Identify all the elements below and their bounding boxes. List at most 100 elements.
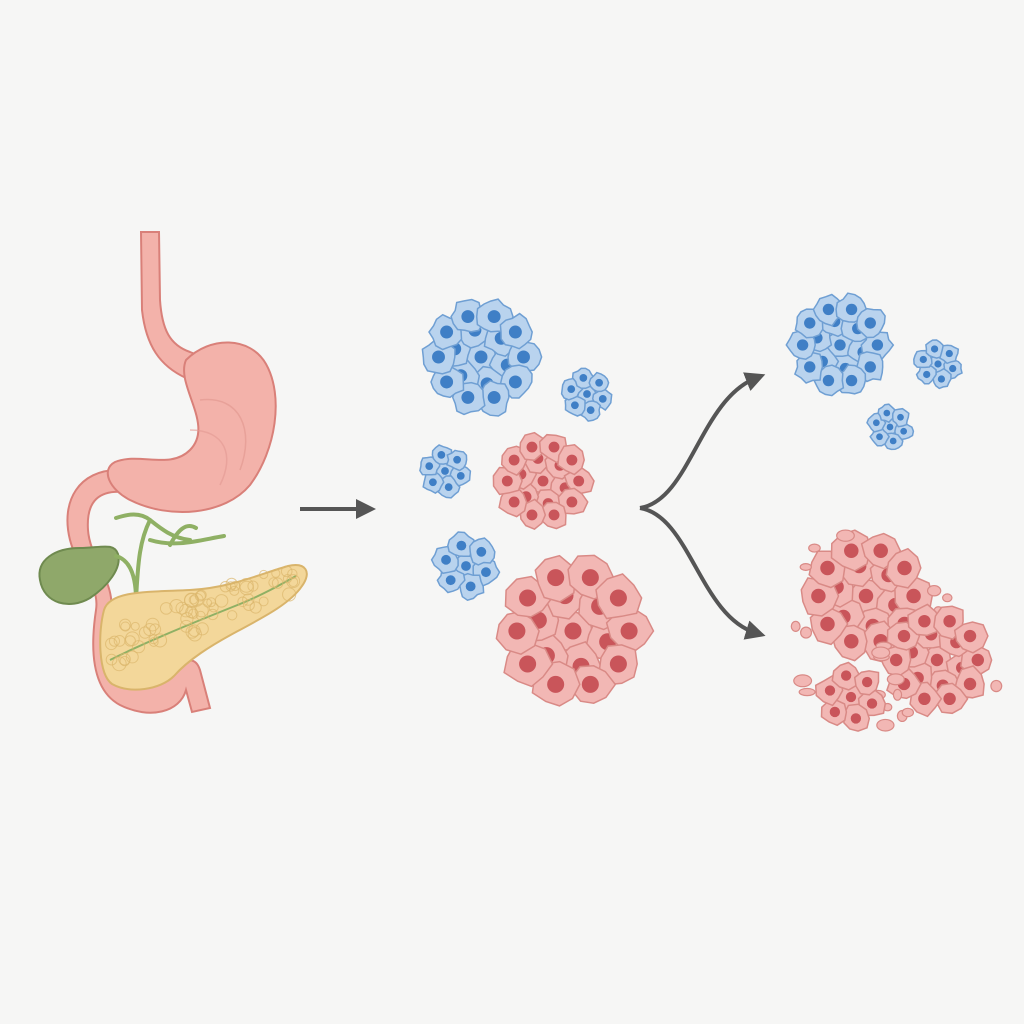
cell-nucleus — [897, 629, 911, 643]
cell-fragment — [926, 584, 942, 597]
cell-nucleus — [873, 543, 888, 558]
gallbladder — [38, 545, 120, 605]
cell-nucleus — [564, 622, 582, 640]
cell-nucleus — [456, 540, 467, 551]
cell-nucleus — [519, 589, 537, 607]
cell-nucleus — [453, 455, 461, 464]
cell-fragment — [942, 593, 953, 603]
cell-nucleus — [923, 370, 931, 379]
cell-nucleus — [581, 675, 599, 693]
cell-nucleus — [579, 374, 588, 382]
cell-nucleus — [445, 575, 456, 586]
cell-nucleus — [796, 339, 809, 351]
cell-nucleus — [501, 475, 513, 487]
cell-nucleus — [609, 655, 627, 673]
cell-nucleus — [963, 629, 977, 643]
cell-nucleus — [963, 677, 977, 691]
cell-nucleus — [918, 614, 931, 628]
healthy-islet-cluster — [866, 403, 915, 451]
cell-nucleus — [508, 375, 522, 389]
cell-nucleus — [519, 655, 537, 673]
cell-nucleus — [844, 634, 859, 649]
cell-fragment — [886, 673, 905, 686]
cell-nucleus — [804, 317, 816, 329]
stomach — [106, 341, 277, 513]
cell-nucleus — [971, 653, 985, 667]
cell-nucleus — [547, 675, 565, 693]
cell-nucleus — [864, 317, 876, 329]
cell-fragment — [790, 620, 801, 632]
cell-nucleus — [820, 560, 835, 576]
cell-nucleus — [566, 496, 578, 508]
cell-nucleus — [487, 390, 501, 404]
cell-nucleus — [508, 622, 526, 640]
cell-nucleus — [517, 350, 530, 364]
cell-nucleus — [840, 670, 852, 681]
cell-nucleus — [444, 483, 453, 491]
healthy-islets — [785, 292, 963, 451]
diseased-islet-cluster — [492, 431, 595, 530]
cell-nucleus — [943, 614, 956, 628]
cell-fragment — [799, 563, 812, 571]
cell-fragment — [800, 626, 813, 639]
cell-nucleus — [441, 467, 449, 475]
cell-nucleus — [850, 713, 862, 724]
cell-nucleus — [598, 395, 607, 403]
pancreas — [99, 564, 308, 691]
cell-nucleus — [508, 325, 522, 339]
cell-nucleus — [889, 653, 903, 667]
cell-nucleus — [429, 478, 437, 487]
cell-nucleus — [476, 546, 487, 557]
cell-nucleus — [918, 692, 931, 706]
cell-nucleus — [441, 554, 451, 565]
cell-nucleus — [844, 543, 859, 558]
cell-fragment — [901, 707, 915, 718]
healthy-islet-cluster — [421, 298, 543, 417]
cell-nucleus — [508, 496, 520, 508]
cell-nucleus — [567, 385, 576, 393]
healthy-islet-cluster — [913, 339, 963, 390]
cell-fragment — [808, 543, 821, 553]
cell-nucleus — [425, 462, 434, 470]
cell-nucleus — [919, 355, 927, 364]
cell-nucleus — [822, 303, 835, 316]
cell-nucleus — [900, 427, 908, 435]
cell-nucleus — [876, 433, 883, 441]
cell-nucleus — [949, 364, 957, 373]
cell-fragment — [836, 529, 855, 542]
cell-nucleus — [834, 339, 846, 351]
cell-nucleus — [548, 509, 560, 521]
healthy-islet-cluster — [430, 531, 501, 602]
cell-nucleus — [822, 374, 835, 387]
cell-nucleus — [595, 378, 603, 387]
cell-nucleus — [945, 349, 953, 358]
cell-nucleus — [872, 419, 880, 427]
pancreas-lobules — [105, 565, 301, 672]
cell-nucleus — [487, 310, 501, 324]
cell-nucleus — [845, 691, 857, 703]
cell-nucleus — [906, 588, 921, 604]
healthy-islet-cluster — [560, 367, 613, 422]
cell-fragment — [876, 718, 895, 732]
cell-nucleus — [456, 472, 465, 480]
cell-nucleus — [547, 569, 565, 587]
cell-nucleus — [537, 475, 549, 487]
cell-nucleus — [571, 401, 579, 410]
cell-nucleus — [465, 581, 476, 592]
cell-nucleus — [889, 437, 897, 445]
cell-nucleus — [440, 325, 454, 339]
stomach-pancreas-illustration — [38, 231, 308, 714]
cell-nucleus — [583, 390, 591, 398]
cell-nucleus — [508, 454, 520, 466]
cell-nucleus — [620, 622, 638, 640]
healthy-islet-cluster — [419, 444, 472, 499]
cell-nucleus — [845, 374, 858, 387]
cell-nucleus — [586, 406, 595, 414]
cell-nucleus — [526, 441, 538, 453]
cell-nucleus — [829, 706, 841, 718]
cell-fragment — [793, 674, 813, 688]
cell-nucleus — [548, 441, 560, 453]
cell-nucleus — [461, 390, 475, 404]
cell-nucleus — [474, 350, 488, 364]
